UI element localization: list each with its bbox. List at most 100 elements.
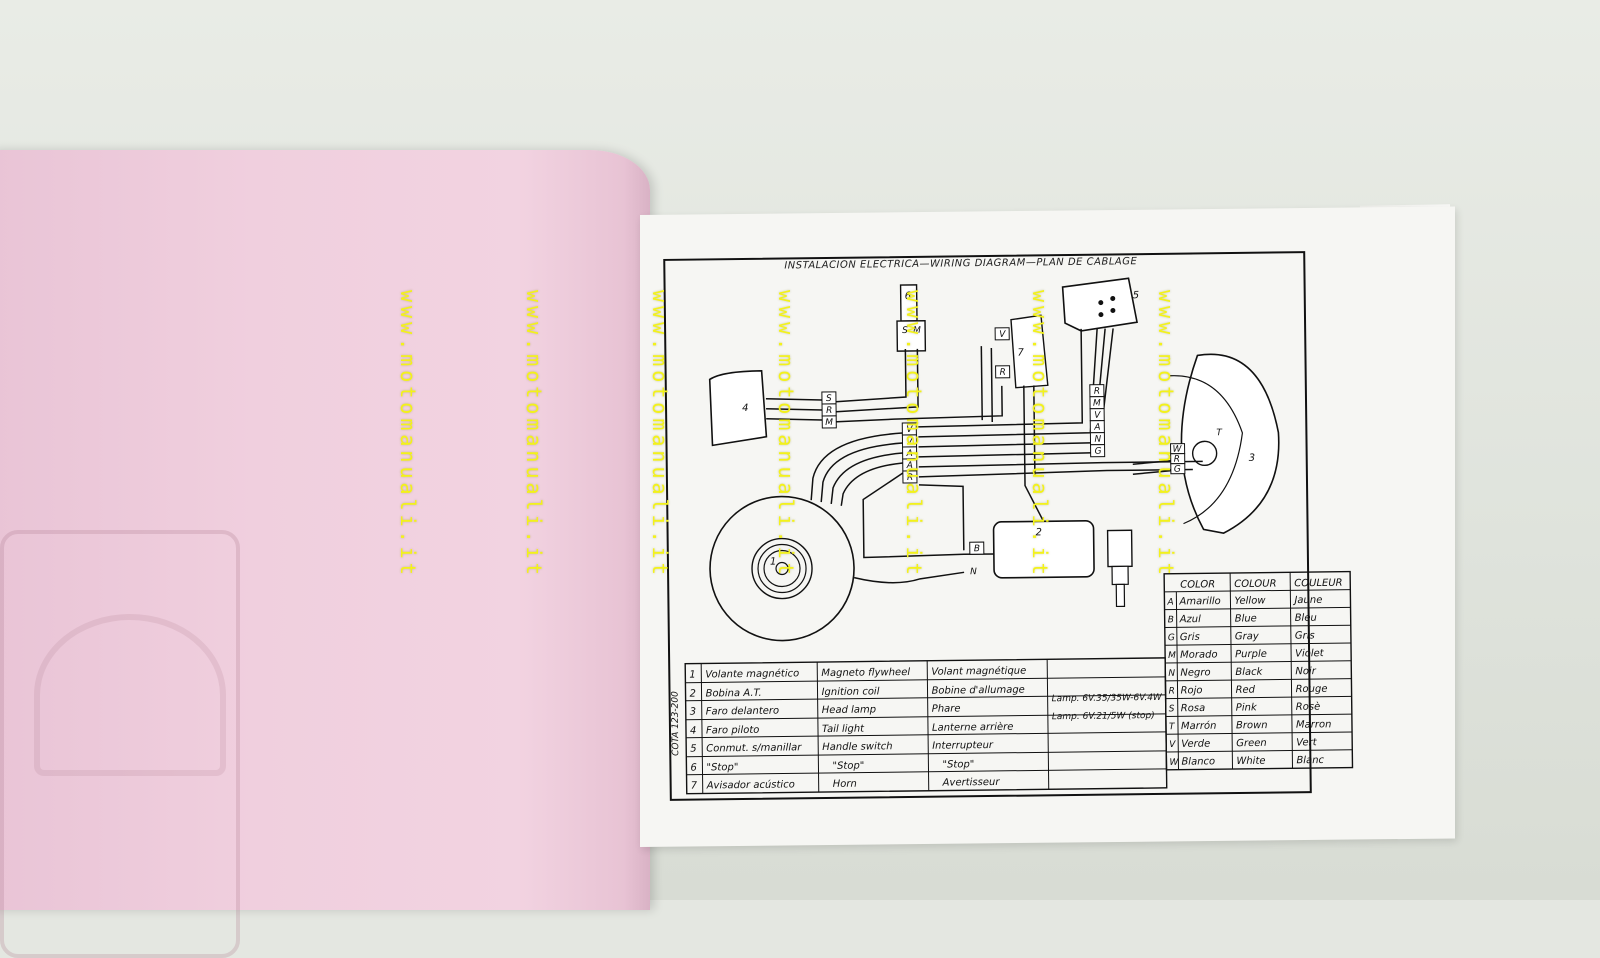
color-name-es: Morado	[1180, 649, 1218, 660]
row-divider	[1165, 660, 1352, 664]
part-name-es: Faro delantero	[706, 706, 779, 718]
color-header-es: COLOR	[1180, 579, 1215, 590]
model-label: COTA 123-200	[671, 691, 682, 756]
table-row: T Marrón Brown Marron	[1165, 713, 1352, 732]
color-header-en: COLOUR	[1234, 578, 1276, 590]
connector-block-head: W R G	[1170, 443, 1186, 475]
row-divider	[1164, 606, 1351, 611]
component-number-5: 5	[1133, 290, 1140, 301]
part-name-en: Horn	[833, 779, 857, 790]
color-table: COLOR COLOUR COULEUR	[1163, 570, 1354, 771]
part-name-fr: Lanterne arrière	[932, 721, 1014, 734]
magneto-flywheel-component: 1	[709, 495, 855, 642]
row-divider	[1164, 642, 1351, 646]
show-through-logo	[34, 614, 226, 776]
color-code: B	[1168, 615, 1174, 625]
left-page-pink	[0, 150, 650, 958]
watermark-text: www.motomanuali.it	[1154, 290, 1178, 579]
wiring-harness	[765, 328, 1203, 584]
color-name-es: Marrón	[1181, 720, 1217, 732]
color-code: A	[1166, 598, 1173, 608]
diagram-title: INSTALACION ELECTRICA—WIRING DIAGRAM—PLA…	[784, 256, 1137, 271]
part-name-fr: Volant magnétique	[931, 665, 1026, 678]
table-row: R Rojo Red Rouge	[1165, 678, 1352, 697]
component-number-3: 3	[1249, 453, 1256, 464]
wire-code-label: S	[902, 326, 908, 336]
color-name-en: Blue	[1235, 613, 1257, 624]
table-row: 2 Bobina A.T. Ignition coil Bobine d'all…	[689, 685, 1024, 700]
part-name-en: Magneto flywheel	[821, 667, 910, 679]
part-name-es: Bobina A.T.	[705, 688, 761, 700]
row-divider	[1164, 624, 1351, 628]
row-divider	[1166, 731, 1353, 735]
color-name-en: Gray	[1235, 631, 1260, 642]
color-name-fr: Violet	[1295, 648, 1325, 659]
diagram-frame	[663, 251, 1312, 801]
color-code: M	[1168, 651, 1176, 661]
handle-switch-component: 5	[1061, 277, 1140, 332]
wire-code-label: V	[999, 330, 1006, 340]
color-code: T	[1169, 722, 1176, 732]
component-number-6: 6	[905, 291, 912, 302]
color-name-en: Green	[1236, 738, 1267, 749]
wire-code-label: A	[906, 449, 913, 459]
wire-code-label: B	[974, 544, 980, 554]
table-row: 6 "Stop" "Stop" "Stop"	[690, 759, 974, 773]
connector-block-coil: B N	[969, 541, 985, 577]
color-name-en: Black	[1235, 667, 1263, 678]
watermark-text: www.motomanuali.it	[774, 290, 798, 579]
part-name-es: Conmut. s/manillar	[706, 742, 802, 754]
color-code: R	[1168, 687, 1174, 697]
color-name-en: Brown	[1236, 720, 1268, 731]
color-name-en: White	[1236, 756, 1265, 767]
lamp-spec: Lamp. 6V.21/5W (stop)	[1052, 711, 1155, 722]
connector-block-stop: S M	[902, 326, 921, 336]
color-code: V	[1169, 740, 1176, 750]
row-divider	[1165, 678, 1352, 682]
color-name-fr: Jaune	[1292, 595, 1322, 606]
table-row: 7 Avisador acústico Horn Avertisseur	[691, 777, 1001, 792]
color-name-es: Azul	[1179, 614, 1202, 625]
wire-code-label: N	[970, 567, 977, 577]
component-number-1: 1	[770, 557, 777, 568]
color-name-en: Red	[1235, 685, 1255, 696]
part-number: 3	[690, 707, 697, 718]
color-name-es: Verde	[1181, 739, 1210, 750]
color-name-es: Gris	[1180, 632, 1200, 643]
row-divider	[1166, 749, 1353, 753]
part-number: 6	[690, 763, 697, 774]
color-name-en: Pink	[1236, 702, 1258, 713]
wire-code-label: R	[826, 406, 832, 416]
color-name-es: Negro	[1180, 667, 1210, 678]
color-name-fr: Marron	[1296, 719, 1332, 730]
ignition-coil-component: 2	[992, 520, 1133, 608]
part-number: 1	[689, 670, 696, 681]
watermark-text: www.motomanuali.it	[396, 290, 420, 579]
component-number-2: 2	[1036, 527, 1043, 538]
part-name-es: Faro piloto	[706, 725, 759, 737]
part-name-en: "Stop"	[832, 761, 864, 772]
table-row: 5 Conmut. s/manillar Handle switch Inter…	[690, 740, 994, 755]
color-name-en: Yellow	[1234, 595, 1266, 606]
component-number-7: 7	[1017, 348, 1024, 359]
part-name-fr: Interrupteur	[932, 740, 994, 752]
wire-code-label: W	[1173, 445, 1183, 455]
connector-block-tail: S R M	[821, 391, 837, 429]
color-name-fr: Blanc	[1296, 755, 1324, 766]
color-code: S	[1169, 704, 1175, 714]
part-name-es: Volante magnético	[705, 667, 799, 680]
connector-block-right: R M V A N G	[1089, 384, 1106, 458]
tail-light-component: 4	[708, 369, 768, 447]
wire-code-label: M	[913, 326, 921, 336]
row-divider	[1165, 695, 1352, 700]
color-name-fr: Rouge	[1295, 684, 1327, 695]
wire-code-label: A	[906, 461, 913, 471]
color-name-es: Rojo	[1180, 685, 1202, 696]
wire-code-label: V	[1094, 411, 1101, 421]
part-name-en: Tail light	[822, 724, 865, 736]
